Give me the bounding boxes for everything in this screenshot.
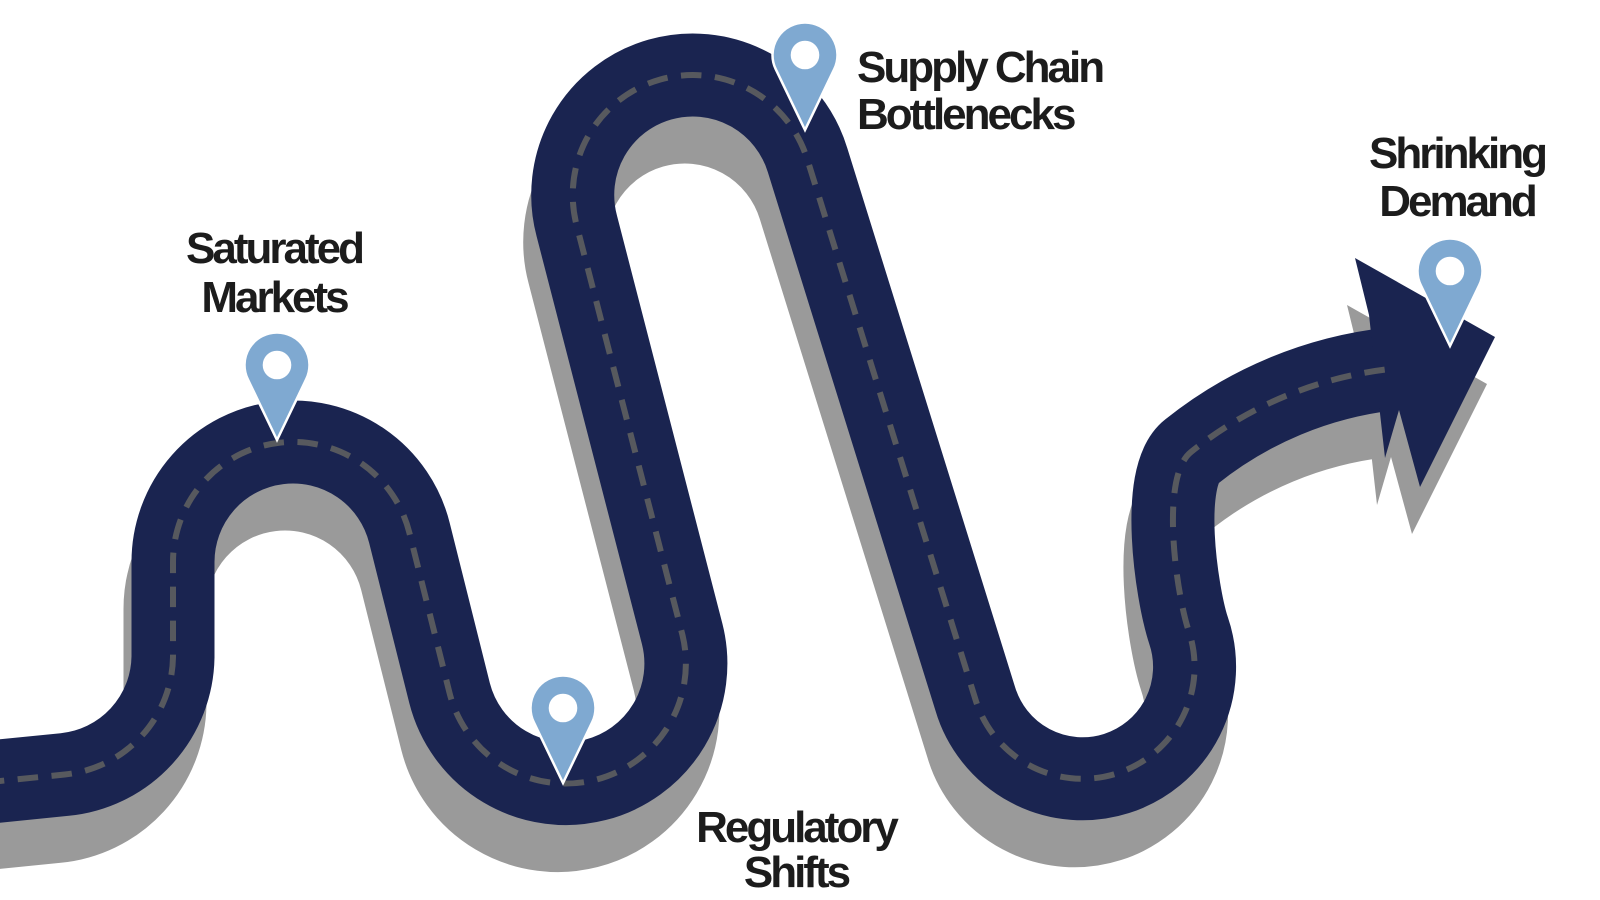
svg-text:Saturated: Saturated <box>186 224 362 273</box>
svg-text:Demand: Demand <box>1379 177 1535 226</box>
svg-text:Shrinking: Shrinking <box>1369 129 1545 178</box>
svg-text:Shifts: Shifts <box>744 848 850 897</box>
svg-text:Markets: Markets <box>201 273 348 322</box>
svg-text:Bottlenecks: Bottlenecks <box>857 90 1075 139</box>
svg-text:Regulatory: Regulatory <box>696 803 899 852</box>
svg-text:Supply Chain: Supply Chain <box>857 43 1103 92</box>
